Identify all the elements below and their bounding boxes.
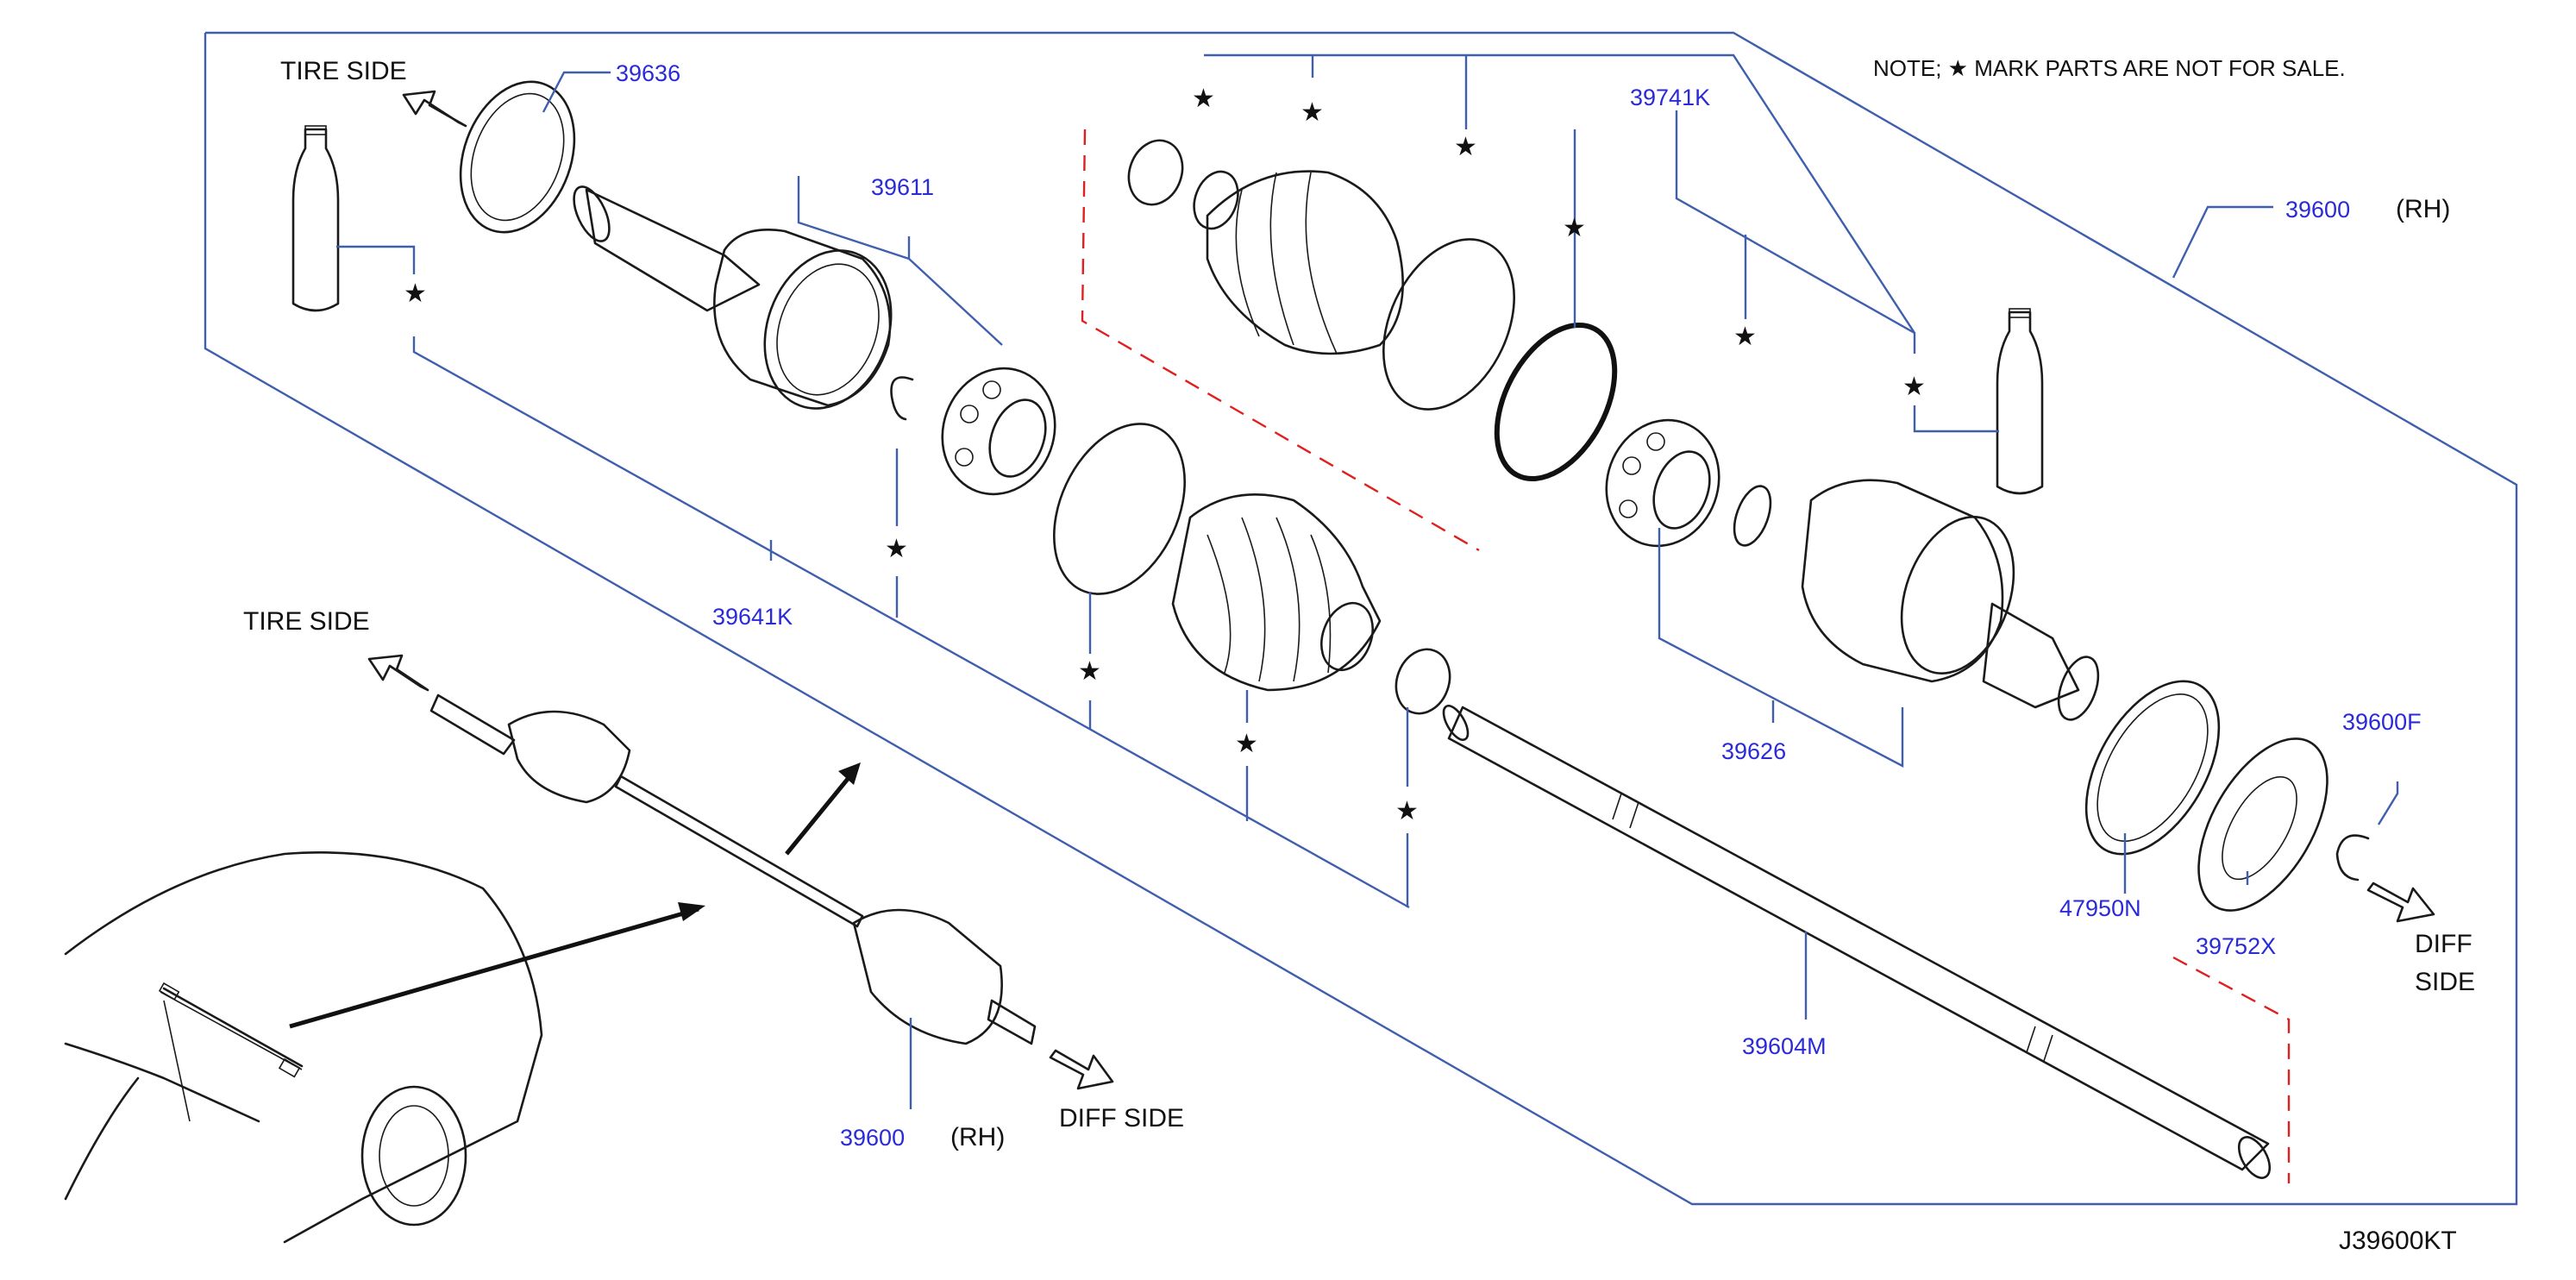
diff-side-arrow-bottom (1049, 1049, 1114, 1090)
part-number-39741K: 39741K (1630, 85, 1710, 110)
clip-39600F (2335, 834, 2370, 882)
part-number-39600F: 39600F (2342, 709, 2422, 735)
shaft-39604M (1442, 705, 2272, 1179)
mini-shaft-in-car (158, 982, 304, 1078)
part-number-39626: 39626 (1721, 738, 1786, 764)
inner-race-right (1605, 418, 1720, 548)
location-arrows (289, 762, 861, 1029)
part-number-39611: 39611 (871, 174, 934, 200)
leader-lines (336, 53, 2399, 1109)
part-number-39641K: 39641K (712, 604, 793, 630)
diagram-code: J39600KT (2339, 1227, 2457, 1255)
tire-side-label-left: TIRE SIDE (243, 607, 370, 636)
cut-line-lower (2172, 956, 2291, 1183)
assembled-drive-shaft (429, 693, 1037, 1045)
star-mark: ★ (1301, 97, 1324, 128)
part-number-39752X: 39752X (2196, 933, 2276, 959)
clamp-small-left (1395, 648, 1451, 715)
part-number-39600-bottom: 39600 (840, 1125, 905, 1151)
boot-right (1193, 170, 1404, 355)
star-mark: ★ (1563, 213, 1586, 243)
clamp-small-top (1127, 139, 1184, 206)
tire-side-arrow-left (367, 654, 429, 692)
diff-side-label-bottom: DIFF SIDE (1059, 1104, 1184, 1133)
car-silhouette (64, 851, 543, 1244)
star-mark: ★ (885, 534, 908, 564)
ring-39636 (459, 80, 576, 234)
assembly-frame (204, 31, 2518, 1206)
boot-band-left (1053, 423, 1186, 595)
star-mark: ★ (1733, 322, 1757, 352)
star-mark: ★ (1902, 372, 1926, 402)
diff-side-label-right-1: DIFF (2415, 930, 2473, 958)
dust-shield (2197, 737, 2328, 912)
rh-label-bottom: (RH) (950, 1123, 1005, 1151)
snap-ring-right (1733, 485, 1772, 547)
star-mark: ★ (1454, 132, 1477, 162)
boot-left (1171, 493, 1382, 692)
abs-tone-ring (2084, 680, 2221, 856)
rh-label-top: (RH) (2396, 195, 2450, 223)
part-number-39604M: 39604M (1742, 1033, 1827, 1059)
boot-band-right (1382, 238, 1515, 411)
snap-ring-left (890, 376, 914, 421)
note-text: NOTE; ★ MARK PARTS ARE NOT FOR SALE. (1873, 55, 2346, 81)
star-mark: ★ (1235, 729, 1258, 759)
inner-race-left (941, 367, 1056, 496)
tire-side-label-top: TIRE SIDE (280, 57, 407, 85)
star-mark: ★ (404, 279, 427, 309)
o-ring-black (1494, 322, 1618, 482)
grease-bottle-right (1996, 308, 2044, 495)
star-mark: ★ (1078, 656, 1101, 687)
tire-side-arrow-top (402, 90, 467, 128)
part-number-39636: 39636 (616, 60, 680, 86)
part-number-47950N: 47950N (2059, 895, 2141, 921)
cut-line-upper (1081, 129, 1480, 552)
outer-joint-housing (573, 185, 893, 410)
inner-joint-housing (1801, 479, 2100, 721)
diff-side-label-right-2: SIDE (2415, 968, 2475, 996)
part-number-39600-top: 39600 (2285, 197, 2350, 223)
star-mark: ★ (1192, 84, 1215, 114)
diff-side-arrow-right (2366, 882, 2435, 923)
star-mark: ★ (1395, 796, 1419, 826)
grease-bottle-left (291, 125, 340, 312)
